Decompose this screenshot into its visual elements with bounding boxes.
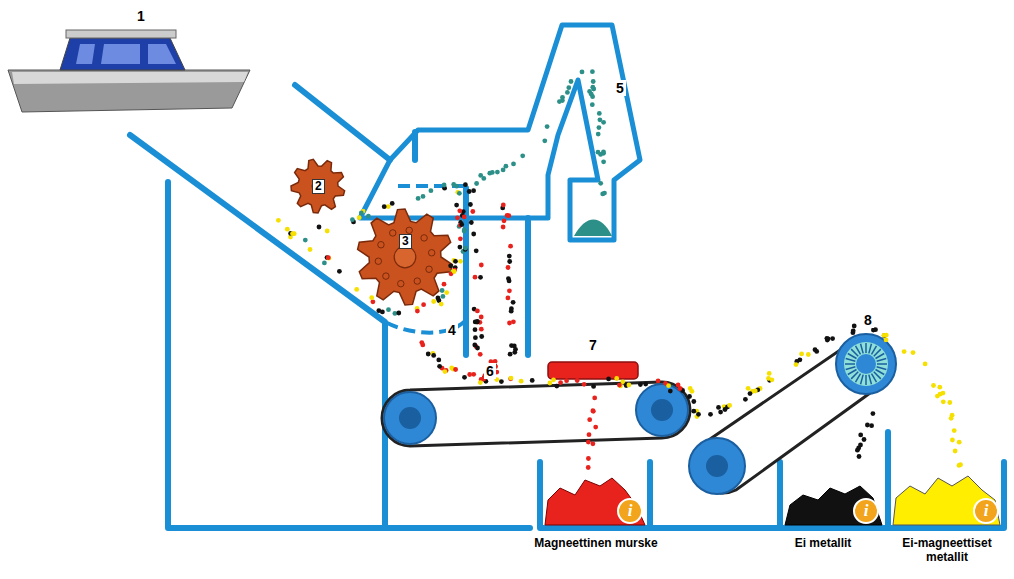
machine-frame (130, 25, 1004, 528)
info-icon: i (973, 498, 999, 524)
eddy-current-conveyor (689, 334, 896, 494)
info-icon: i (853, 498, 879, 524)
dust-pile (574, 219, 612, 236)
callout-number: 8 (862, 312, 874, 328)
callout-number: 6 (484, 363, 496, 379)
bin-contents (545, 476, 1000, 525)
belt-conveyor (382, 382, 690, 446)
info-icon: i (617, 498, 643, 524)
magnet (548, 362, 638, 379)
boat (8, 30, 250, 112)
callout-number: 7 (587, 337, 599, 353)
callout-number: 3 (399, 234, 412, 249)
collection-bin: Magneettinen murske (528, 456, 664, 554)
crusher-rotor (358, 209, 453, 305)
bin-label: Ei metallit (764, 536, 882, 550)
callout-number: 4 (446, 322, 458, 338)
bin-label: Magneettinen murske (528, 536, 664, 550)
callout-number: 5 (614, 80, 626, 96)
crusher-rotor (291, 159, 345, 213)
bin-label: Ei-magneettiset metallit (882, 536, 1012, 564)
callout-number: 1 (135, 8, 147, 24)
callout-number: 2 (312, 179, 325, 194)
